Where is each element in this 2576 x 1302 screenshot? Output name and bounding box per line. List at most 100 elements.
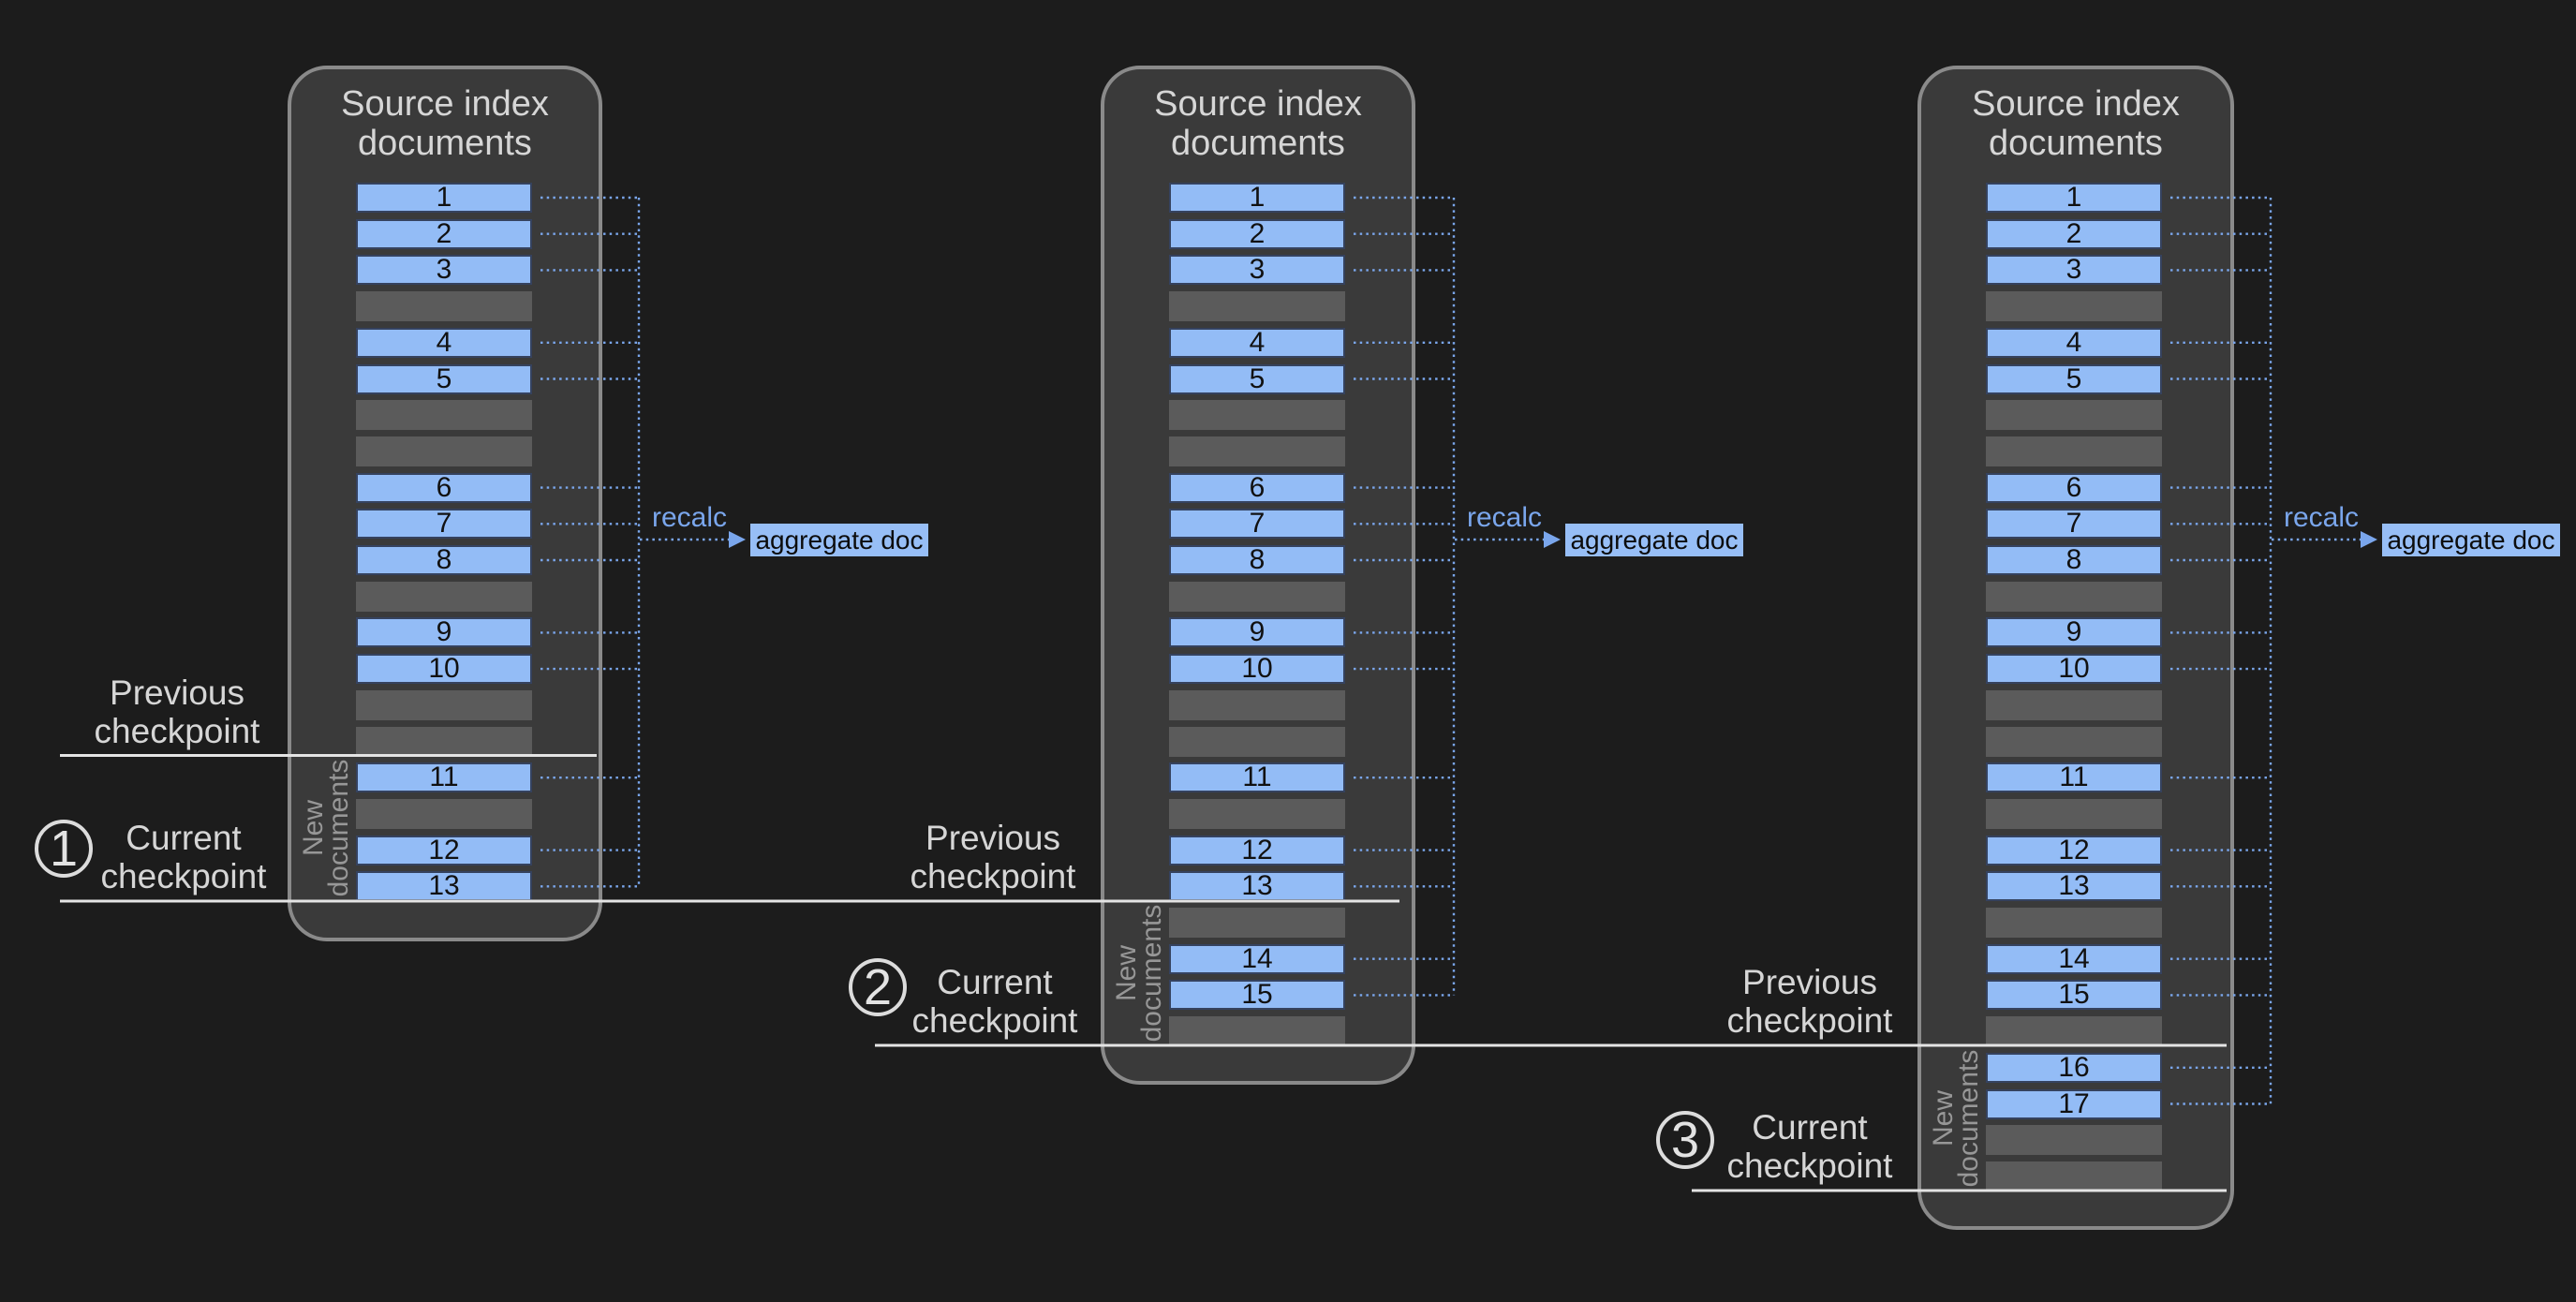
new-documents-line: New — [1928, 1089, 1959, 1147]
empty-doc-slot — [356, 581, 532, 612]
previous-checkpoint-text: checkpoint — [94, 711, 260, 750]
doc-bar: 3 — [356, 255, 532, 286]
doc-bar: 14 — [1986, 943, 2162, 974]
empty-doc-slot — [1169, 1016, 1345, 1047]
doc-bar: 9 — [356, 617, 532, 648]
doc-bar: 1 — [1169, 183, 1345, 213]
doc-bar: 4 — [356, 327, 532, 358]
current-checkpoint-text: Current — [1752, 1108, 1868, 1147]
doc-bar: 5 — [356, 363, 532, 394]
doc-bar: 2 — [1986, 218, 2162, 249]
doc-bar: 11 — [1986, 762, 2162, 793]
empty-doc-slot — [1986, 400, 2162, 431]
empty-doc-slot — [1169, 436, 1345, 466]
empty-doc-slot — [356, 726, 532, 757]
doc-bar: 7 — [1169, 509, 1345, 540]
empty-doc-slot — [1169, 726, 1345, 757]
doc-bar: 2 — [356, 218, 532, 249]
panel-title-line: Source index — [1972, 84, 2180, 124]
new-documents-line: New — [298, 800, 329, 857]
doc-bar: 13 — [1169, 871, 1345, 902]
previous-checkpoint-text: Previous — [1742, 963, 1877, 1001]
aggregate-doc-box: aggregate doc — [1565, 524, 1743, 556]
new-documents-line: New — [1111, 945, 1142, 1002]
empty-doc-slot — [1169, 291, 1345, 322]
checkpoint-number-badge: 3 — [1656, 1111, 1714, 1169]
doc-bar: 7 — [356, 509, 532, 540]
doc-bar: 5 — [1169, 363, 1345, 394]
doc-bar: 10 — [1986, 654, 2162, 685]
doc-bar: 10 — [1169, 654, 1345, 685]
empty-doc-slot — [1169, 400, 1345, 431]
recalc-label: recalc — [2284, 502, 2360, 533]
doc-bar: 3 — [1169, 255, 1345, 286]
doc-bar: 8 — [1986, 545, 2162, 575]
new-documents-line: documents — [1136, 904, 1167, 1043]
empty-doc-slot — [356, 436, 532, 466]
doc-bar: 8 — [1169, 545, 1345, 575]
empty-doc-slot — [1986, 1016, 2162, 1047]
empty-doc-slot — [1986, 798, 2162, 829]
doc-bar: 12 — [1986, 835, 2162, 866]
doc-bar: 13 — [356, 871, 532, 902]
doc-bar: 15 — [1169, 980, 1345, 1011]
doc-bar: 6 — [1169, 472, 1345, 503]
empty-doc-slot — [1986, 726, 2162, 757]
empty-doc-slot — [1169, 689, 1345, 720]
doc-bar: 9 — [1986, 617, 2162, 648]
empty-doc-slot — [1986, 908, 2162, 938]
doc-bar: 4 — [1986, 327, 2162, 358]
previous-checkpoint-text: checkpoint — [910, 857, 1076, 895]
doc-bar: 13 — [1986, 871, 2162, 902]
checkpoint-number-badge: 1 — [35, 820, 93, 878]
current-checkpoint-text: Current — [126, 819, 242, 857]
panel-title-line: Source index — [1154, 84, 1362, 124]
doc-bar: 8 — [356, 545, 532, 575]
doc-bar: 5 — [1986, 363, 2162, 394]
doc-bar: 7 — [1986, 509, 2162, 540]
empty-doc-slot — [1169, 908, 1345, 938]
doc-bar: 17 — [1986, 1088, 2162, 1119]
checkpoint-number-badge: 2 — [849, 958, 907, 1016]
panel-title-line: documents — [358, 124, 532, 163]
previous-checkpoint-text: Previous — [110, 673, 244, 712]
current-checkpoint-text: checkpoint — [911, 1001, 1078, 1040]
empty-doc-slot — [356, 291, 532, 322]
recalc-arrowhead — [1544, 531, 1561, 548]
recalc-label: recalc — [652, 502, 728, 533]
doc-bar: 15 — [1986, 980, 2162, 1011]
doc-bar: 6 — [356, 472, 532, 503]
empty-doc-slot — [356, 689, 532, 720]
current-checkpoint-text: checkpoint — [100, 857, 267, 895]
current-checkpoint-text: checkpoint — [1726, 1147, 1893, 1185]
empty-doc-slot — [1986, 291, 2162, 322]
doc-bar: 14 — [1169, 943, 1345, 974]
empty-doc-slot — [1986, 1125, 2162, 1156]
doc-bar: 11 — [1169, 762, 1345, 793]
empty-doc-slot — [1169, 798, 1345, 829]
aggregate-doc-box: aggregate doc — [2382, 524, 2560, 556]
doc-bar: 1 — [1986, 183, 2162, 213]
empty-doc-slot — [1986, 581, 2162, 612]
panel-title-line: documents — [1989, 124, 2163, 163]
empty-doc-slot — [1986, 689, 2162, 720]
recalc-arrowhead — [729, 531, 746, 548]
recalc-label: recalc — [1467, 502, 1543, 533]
doc-bar: 12 — [356, 835, 532, 866]
aggregate-doc-box: aggregate doc — [750, 524, 928, 556]
doc-bar: 16 — [1986, 1052, 2162, 1083]
panel-title-line: documents — [1171, 124, 1345, 163]
empty-doc-slot — [1986, 436, 2162, 466]
doc-bar: 9 — [1169, 617, 1345, 648]
doc-bar: 2 — [1169, 218, 1345, 249]
doc-bar: 11 — [356, 762, 532, 793]
